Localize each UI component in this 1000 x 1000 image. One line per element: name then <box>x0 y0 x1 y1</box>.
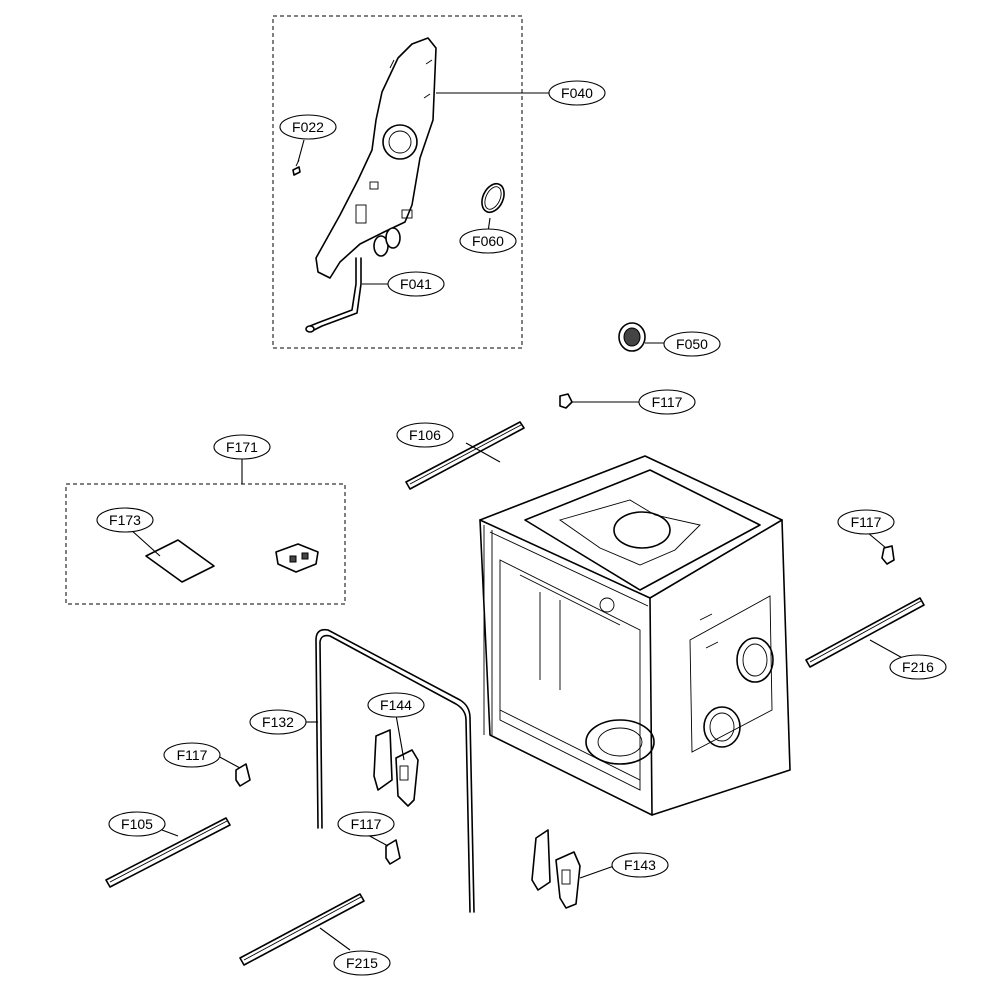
callout-f041[interactable]: F041 <box>387 271 445 297</box>
part-clip-right[interactable] <box>881 545 895 565</box>
group-box-f171 <box>65 483 346 605</box>
callout-f105[interactable]: F105 <box>108 811 166 837</box>
callout-f060[interactable]: F060 <box>459 228 517 254</box>
part-kit-item[interactable] <box>275 543 319 573</box>
part-tub[interactable] <box>479 455 791 816</box>
callout-f117-right[interactable]: F117 <box>837 509 895 535</box>
part-screw[interactable] <box>292 159 301 176</box>
callout-f117-middle[interactable]: F117 <box>337 811 395 837</box>
part-clip-middle[interactable] <box>385 839 401 865</box>
callout-label: F117 <box>351 816 382 832</box>
callout-label: F117 <box>652 394 683 410</box>
part-o-ring[interactable] <box>478 180 509 216</box>
callout-label: F117 <box>177 747 208 763</box>
leader-lines <box>129 92 907 951</box>
callout-label: F216 <box>902 659 934 675</box>
part-rail-f105[interactable] <box>105 817 231 888</box>
callout-f040[interactable]: F040 <box>548 80 606 106</box>
callout-f216[interactable]: F216 <box>889 654 947 680</box>
part-label-sheet[interactable] <box>145 539 215 583</box>
part-rail-f106[interactable] <box>405 421 525 490</box>
callout-label: F132 <box>262 714 294 730</box>
callout-f171[interactable]: F171 <box>213 434 271 460</box>
callout-f106[interactable]: F106 <box>396 422 454 448</box>
part-clip-top[interactable] <box>559 393 573 409</box>
callout-label: F215 <box>346 955 378 971</box>
callout-f132[interactable]: F132 <box>249 709 307 735</box>
callout-label: F144 <box>380 697 412 713</box>
callout-label: F041 <box>400 276 432 292</box>
part-cap[interactable] <box>618 322 646 352</box>
callout-label: F040 <box>561 85 593 101</box>
callout-f050[interactable]: F050 <box>663 331 721 357</box>
part-clip-left[interactable] <box>235 763 251 787</box>
callout-label: F060 <box>472 233 504 249</box>
callout-label: F143 <box>624 857 656 873</box>
callout-label: F022 <box>292 119 324 135</box>
callout-f143[interactable]: F143 <box>611 852 669 878</box>
callout-label: F105 <box>121 816 153 832</box>
callout-f022[interactable]: F022 <box>279 114 337 140</box>
part-rail-f216[interactable] <box>805 597 925 668</box>
callout-f144[interactable]: F144 <box>367 692 425 718</box>
callout-f215[interactable]: F215 <box>333 950 391 976</box>
callout-f173[interactable]: F173 <box>96 507 154 533</box>
callout-f117-top[interactable]: F117 <box>638 389 696 415</box>
part-rail-f215[interactable] <box>239 893 365 966</box>
callout-label: F050 <box>676 336 708 352</box>
part-tube[interactable] <box>305 257 362 333</box>
callout-label: F117 <box>851 514 882 530</box>
part-hinge-bracket-f144[interactable] <box>373 729 419 807</box>
callout-label: F171 <box>226 439 258 455</box>
part-hinge-bracket-f143[interactable] <box>531 829 581 909</box>
part-door-gasket[interactable] <box>315 628 475 913</box>
group-box-f040 <box>272 15 523 349</box>
part-duct-panel[interactable] <box>315 37 437 279</box>
callout-f117-left[interactable]: F117 <box>163 742 221 768</box>
callout-label: F173 <box>109 512 141 528</box>
callout-label: F106 <box>409 427 441 443</box>
